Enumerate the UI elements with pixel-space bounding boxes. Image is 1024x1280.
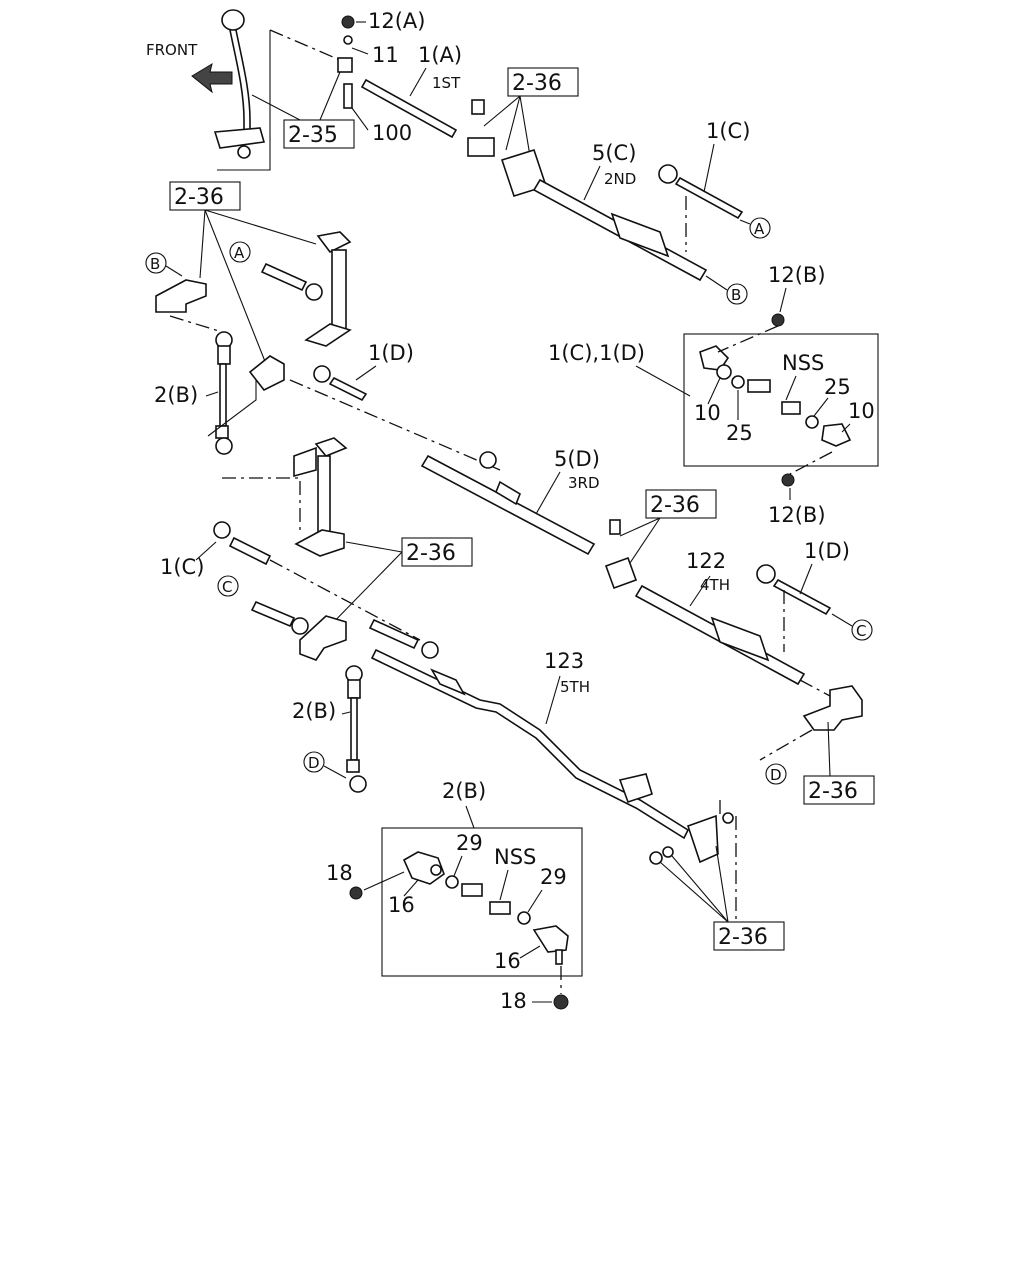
callout-2b-lower: 2(B) <box>292 699 336 723</box>
connector-b-left: B <box>145 252 167 274</box>
svg-text:2-36: 2-36 <box>406 541 456 566</box>
callout-12a: 12(A) <box>368 9 425 33</box>
svg-text:B: B <box>150 255 160 273</box>
rod-1d-left <box>313 365 368 402</box>
svg-text:2-36: 2-36 <box>650 493 700 518</box>
svg-text:A: A <box>754 220 765 238</box>
callout-16-right: 16 <box>494 949 521 973</box>
callout-2nd: 2ND <box>604 170 636 188</box>
callout-1a: 1(A) <box>418 43 462 67</box>
svg-text:2-36: 2-36 <box>718 925 768 950</box>
callout-29-right: 29 <box>540 865 567 889</box>
callout-29-left: 29 <box>456 831 483 855</box>
rod-1a <box>360 78 458 139</box>
callout-18-left: 18 <box>326 861 353 885</box>
nut-18-left <box>349 886 363 900</box>
front-arrow-icon <box>191 62 233 94</box>
callout-1c1d: 1(C),1(D) <box>548 341 645 365</box>
rod-5d <box>420 451 596 556</box>
callout-122: 122 <box>686 549 726 573</box>
nut-12a <box>337 15 355 109</box>
rod-1d-right <box>756 564 832 616</box>
svg-text:2-35: 2-35 <box>288 123 338 148</box>
rod-123 <box>370 648 690 840</box>
bracket-vertical-upper <box>304 231 352 347</box>
detail-box-rod-end <box>683 333 879 467</box>
rod-1c-mid <box>213 521 272 566</box>
nut-18-bottom <box>553 994 569 1010</box>
link-2b-upper <box>215 331 233 455</box>
callout-2b-upper: 2(B) <box>154 383 198 407</box>
callout-1c-top: 1(C) <box>706 119 750 143</box>
callout-2b-inset: 2(B) <box>442 779 486 803</box>
connector-a-left: A <box>229 241 251 263</box>
svg-text:B: B <box>731 286 741 304</box>
callout-100: 100 <box>372 121 412 145</box>
connector-d-left: D <box>303 751 325 773</box>
svg-text:2-36: 2-36 <box>808 779 858 804</box>
bracket-left-upper <box>155 279 207 313</box>
coupling-joint-mid <box>604 519 638 590</box>
bracket-right-lower <box>802 685 863 731</box>
callout-3rd: 3RD <box>568 474 600 492</box>
svg-text:2-36: 2-36 <box>512 71 562 96</box>
link-2b-lower <box>345 665 367 793</box>
ref-box-2-36-bottom: 2-36 <box>713 921 785 951</box>
callout-10-right: 10 <box>848 399 875 423</box>
rod-1c-top <box>658 164 744 220</box>
svg-text:A: A <box>234 244 245 262</box>
ref-box-2-36-top: 2-36 <box>507 67 579 97</box>
callout-25-left: 25 <box>726 421 753 445</box>
callout-18-bottom: 18 <box>500 989 527 1013</box>
callout-1d-left: 1(D) <box>368 341 414 365</box>
ref-box-2-36-right-mid: 2-36 <box>645 489 717 519</box>
callout-1d-right: 1(D) <box>804 539 850 563</box>
rod-end-c-left <box>250 600 309 635</box>
detail-box-link-end <box>381 827 583 977</box>
connector-a-right: A <box>749 217 771 239</box>
callout-25-right: 25 <box>824 375 851 399</box>
svg-text:D: D <box>770 766 782 784</box>
callout-12b-top: 12(B) <box>768 263 826 287</box>
ref-box-2-35: 2-35 <box>283 119 355 149</box>
bracket-lower-mid <box>299 615 347 661</box>
callout-nss-right: NSS <box>782 351 824 375</box>
connector-b-right: B <box>726 283 748 305</box>
svg-text:C: C <box>222 578 232 596</box>
callout-5th: 5TH <box>560 678 590 696</box>
connector-d-right: D <box>765 763 787 785</box>
ref-box-2-36-left: 2-36 <box>169 181 241 211</box>
rod-end-a-left <box>260 262 323 301</box>
callout-123: 123 <box>544 649 584 673</box>
callout-1st: 1ST <box>432 74 461 92</box>
bracket-left-mid <box>248 355 285 392</box>
callout-10-left: 10 <box>694 401 721 425</box>
svg-text:2-36: 2-36 <box>174 185 224 210</box>
shift-lever <box>213 9 271 171</box>
callout-5c: 5(C) <box>592 141 636 165</box>
callout-nss-bottom: NSS <box>494 845 536 869</box>
bracket-lower-right <box>649 812 734 865</box>
rod-122 <box>634 584 806 686</box>
connector-c-right: C <box>851 619 873 641</box>
callout-12b-bottom: 12(B) <box>768 503 826 527</box>
callout-11: 11 <box>372 43 399 67</box>
bracket-vertical-mid <box>293 437 348 557</box>
svg-text:D: D <box>308 754 320 772</box>
rod-5c <box>532 178 708 282</box>
rod-end-mid-right <box>368 618 439 659</box>
svg-text:C: C <box>856 622 866 640</box>
ref-box-2-36-right-lower: 2-36 <box>803 775 875 805</box>
connector-c-left: C <box>217 575 239 597</box>
ref-box-2-36-mid: 2-36 <box>401 537 473 567</box>
front-label: FRONT <box>146 41 198 59</box>
callout-16-left: 16 <box>388 893 415 917</box>
callout-5d: 5(D) <box>554 447 600 471</box>
